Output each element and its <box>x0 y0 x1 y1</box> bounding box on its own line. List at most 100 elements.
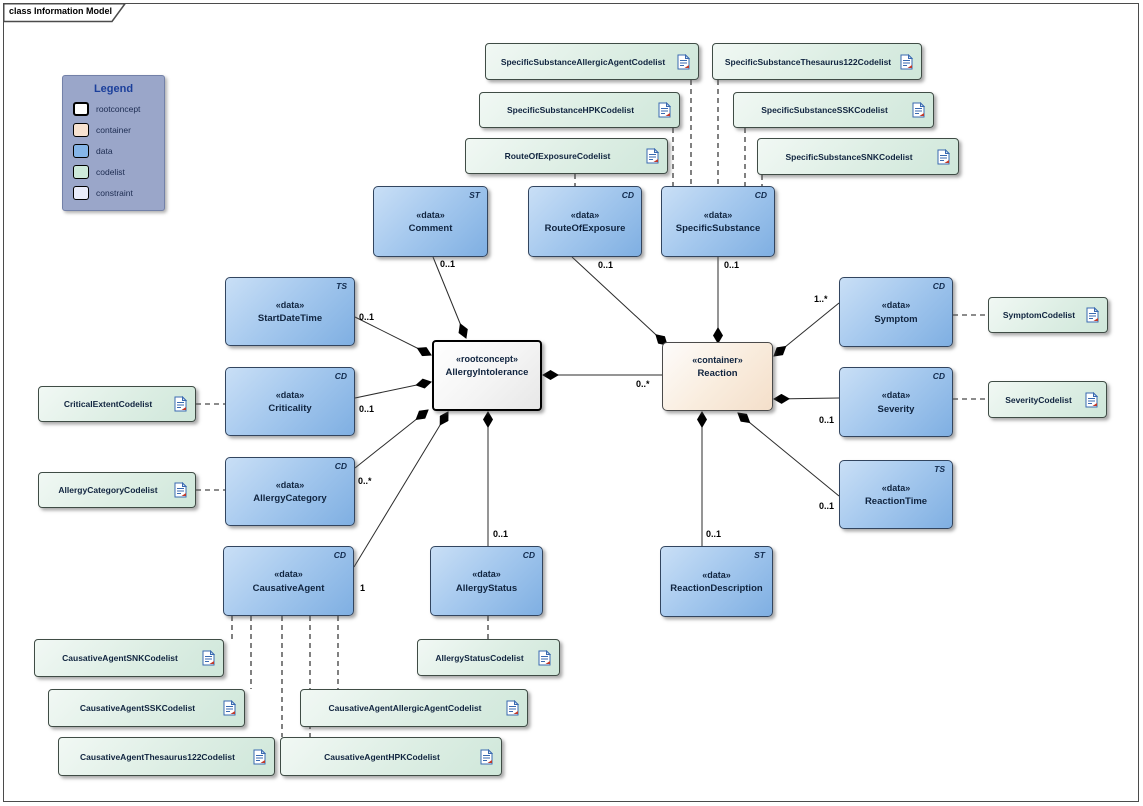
node-name: RouteOfExposure <box>544 223 626 235</box>
stereotype: «rootconcept» <box>455 354 518 364</box>
codelist-allergy-status[interactable]: AllergyStatusCodelist <box>417 639 560 676</box>
node-allergy-status[interactable]: CD «data» AllergyStatus <box>430 546 543 616</box>
stereotype: «data» <box>881 300 911 311</box>
codelist-swatch <box>73 164 89 179</box>
document-icon <box>900 53 913 69</box>
type-marker: ST <box>754 550 765 560</box>
document-icon <box>658 102 671 118</box>
stereotype: «data» <box>275 299 305 310</box>
codelist-causative-agent-snk[interactable]: CausativeAgentSNKCodelist <box>34 639 224 677</box>
legend-item-data: data <box>73 143 164 158</box>
codelist-allergy-category[interactable]: AllergyCategoryCodelist <box>38 472 196 508</box>
type-marker: CD <box>754 190 767 200</box>
node-name: AllergyCategory <box>253 493 327 505</box>
document-icon <box>646 148 659 164</box>
legend-item-label: rootconcept <box>96 103 141 114</box>
legend-item-label: codelist <box>96 166 125 177</box>
document-icon <box>174 482 187 498</box>
legend-item-codelist: codelist <box>73 164 164 179</box>
codelist-route-of-exposure[interactable]: RouteOfExposureCodelist <box>465 138 668 174</box>
document-icon <box>1086 307 1099 323</box>
type-marker: CD <box>334 461 347 471</box>
codelist-specific-substance-thesaurus122[interactable]: SpecificSubstanceThesaurus122Codelist <box>712 43 922 80</box>
codelist-specific-substance-allergic-agent[interactable]: SpecificSubstanceAllergicAgentCodelist <box>485 43 699 80</box>
node-name: Reaction <box>697 368 738 380</box>
multiplicity-label: 0..* <box>358 476 372 486</box>
stereotype: «data» <box>275 479 305 490</box>
node-reaction[interactable]: «container» Reaction <box>662 342 773 411</box>
codelist-name: SymptomCodelist <box>1002 310 1076 320</box>
node-severity[interactable]: CD «data» Severity <box>839 367 953 437</box>
data-swatch <box>73 143 89 158</box>
codelist-severity[interactable]: SeverityCodelist <box>988 381 1107 418</box>
container-swatch <box>73 122 89 137</box>
multiplicity-label: 0..1 <box>706 529 722 539</box>
node-causative-agent[interactable]: CD «data» CausativeAgent <box>223 546 354 616</box>
multiplicity-label: 0..1 <box>819 501 835 511</box>
multiplicity-label: 1..* <box>814 294 828 304</box>
codelist-name: CausativeAgentThesaurus122Codelist <box>80 751 235 762</box>
document-icon <box>538 649 551 665</box>
node-name: SpecificSubstance <box>675 223 761 235</box>
codelist-causative-agent-ssk[interactable]: CausativeAgentSSKCodelist <box>48 689 245 727</box>
multiplicity-label: 0..1 <box>440 259 456 269</box>
node-allergy-intolerance[interactable]: «rootconcept» AllergyIntolerance <box>432 340 542 411</box>
multiplicity-label: 0..1 <box>359 312 375 322</box>
legend: Legend rootconcept container data codeli… <box>62 75 165 211</box>
node-name: ReactionDescription <box>670 583 763 595</box>
type-marker: TS <box>934 464 945 474</box>
legend-item-container: container <box>73 122 164 137</box>
codelist-causative-agent-hpk[interactable]: CausativeAgentHPKCodelist <box>280 737 502 776</box>
codelist-name: SpecificSubstanceHPKCodelist <box>506 105 635 115</box>
codelist-specific-substance-snk[interactable]: SpecificSubstanceSNKCodelist <box>757 138 959 175</box>
multiplicity-label: 0..1 <box>493 529 509 539</box>
stereotype: «data» <box>416 209 445 220</box>
codelist-critical-extent[interactable]: CriticalExtentCodelist <box>38 386 196 422</box>
stereotype: «data» <box>702 569 731 580</box>
frame-tab-label: class Information Model <box>9 6 113 16</box>
document-icon <box>677 53 690 69</box>
frame-tab-shape <box>3 3 127 23</box>
document-icon <box>174 396 187 412</box>
node-reaction-time[interactable]: TS «data» ReactionTime <box>839 460 953 529</box>
node-name: ReactionTime <box>864 496 928 508</box>
type-marker: TS <box>336 281 347 291</box>
type-marker: CD <box>932 281 945 291</box>
node-name: Criticality <box>268 403 312 415</box>
codelist-specific-substance-hpk[interactable]: SpecificSubstanceHPKCodelist <box>479 92 680 128</box>
stereotype: «data» <box>570 209 600 220</box>
document-icon <box>253 748 266 764</box>
node-symptom[interactable]: CD «data» Symptom <box>839 277 953 347</box>
node-specific-substance[interactable]: CD «data» SpecificSubstance <box>661 186 775 257</box>
stereotype: «data» <box>274 569 303 580</box>
codelist-specific-substance-ssk[interactable]: SpecificSubstanceSSKCodelist <box>733 92 934 128</box>
node-name: Symptom <box>874 313 918 325</box>
node-comment[interactable]: ST «data» Comment <box>373 186 488 257</box>
document-icon <box>506 700 519 716</box>
type-marker: CD <box>621 190 634 200</box>
node-start-date-time[interactable]: TS «data» StartDateTime <box>225 277 355 346</box>
type-marker: ST <box>469 190 480 200</box>
stereotype: «data» <box>881 482 911 493</box>
node-reaction-description[interactable]: ST «data» ReactionDescription <box>660 546 773 617</box>
stereotype: «data» <box>472 569 501 580</box>
codelist-name: CausativeAgentAllergicAgentCodelist <box>328 703 482 713</box>
codelist-name: AllergyStatusCodelist <box>435 652 524 663</box>
node-criticality[interactable]: CD «data» Criticality <box>225 367 355 436</box>
codelist-causative-agent-allergic-agent[interactable]: CausativeAgentAllergicAgentCodelist <box>300 689 528 727</box>
document-icon <box>223 700 236 716</box>
codelist-causative-agent-thesaurus122[interactable]: CausativeAgentThesaurus122Codelist <box>58 737 275 776</box>
codelist-symptom[interactable]: SymptomCodelist <box>988 297 1108 333</box>
node-route-of-exposure[interactable]: CD «data» RouteOfExposure <box>528 186 642 257</box>
legend-item-label: container <box>96 124 131 135</box>
multiplicity-label: 1 <box>360 583 366 593</box>
node-name: CausativeAgent <box>252 582 325 594</box>
legend-item-constraint: constraint <box>73 185 164 200</box>
codelist-name: CausativeAgentSNKCodelist <box>62 653 178 663</box>
node-name: Comment <box>408 223 453 235</box>
codelist-name: SpecificSubstanceAllergicAgentCodelist <box>500 56 666 67</box>
node-allergy-category[interactable]: CD «data» AllergyCategory <box>225 457 355 526</box>
stereotype: «data» <box>703 209 733 220</box>
node-name: Severity <box>877 403 915 415</box>
